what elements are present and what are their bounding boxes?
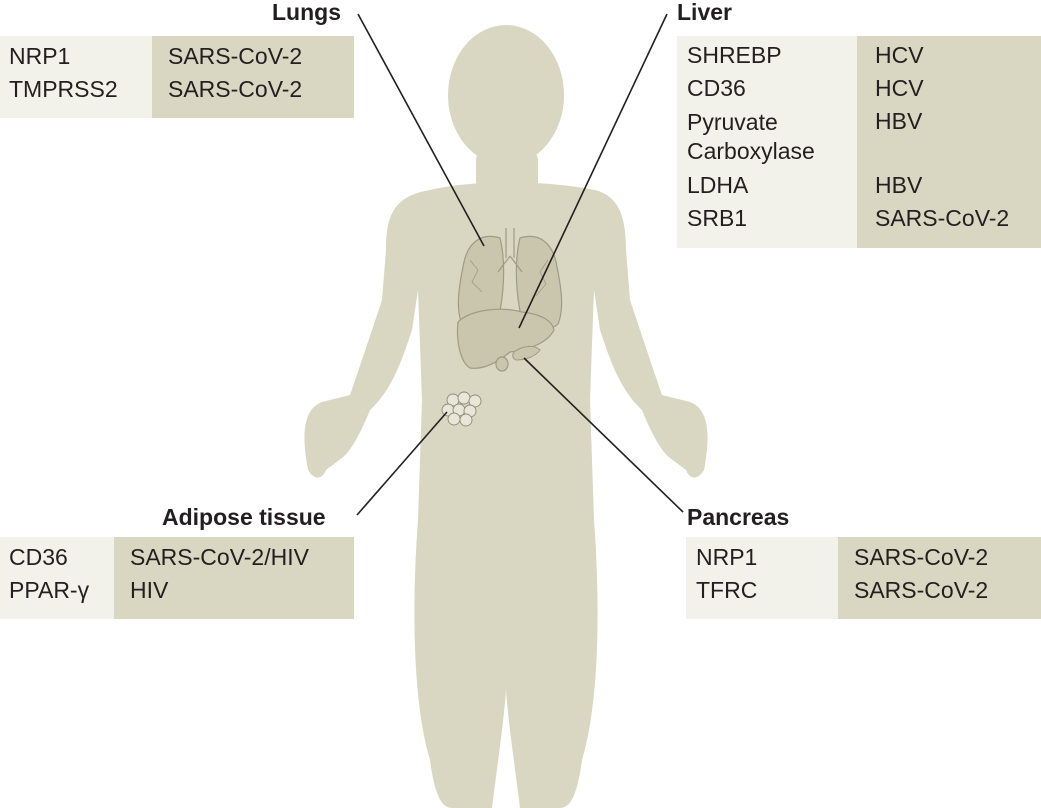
- lungs-virus-column: SARS-CoV-2 SARS-CoV-2: [152, 36, 354, 118]
- adipose-gene-column: CD36 PPAR-γ: [0, 537, 114, 619]
- virus-cell: HBV: [875, 108, 923, 134]
- gene-cell: CD36: [9, 544, 68, 570]
- virus-cell: SARS-CoV-2: [854, 544, 989, 570]
- virus-cell: SARS-CoV-2: [854, 577, 989, 603]
- virus-cell: SARS-CoV-2: [875, 205, 1010, 231]
- virus-cell: SARS-CoV-2: [168, 76, 303, 102]
- virus-cell: HCV: [875, 42, 924, 68]
- liver-gene-column: SHREBP CD36 Pyruvate Carboxylase LDHA SR…: [677, 36, 857, 248]
- pancreas-gene-column: NRP1 TFRC: [686, 537, 838, 619]
- virus-cell: SARS-CoV-2: [168, 43, 303, 69]
- gene-cell: CD36: [687, 75, 746, 101]
- pancreas-table: NRP1 TFRC SARS-CoV-2 SARS-CoV-2: [686, 537, 1041, 619]
- pancreas-icon: [512, 345, 541, 361]
- adipose-table: CD36 PPAR-γ SARS-CoV-2/HIV HIV: [0, 537, 354, 619]
- adipose-virus-column: SARS-CoV-2/HIV HIV: [114, 537, 354, 619]
- lungs-gene-column: NRP1 TMPRSS2: [0, 36, 152, 118]
- adipose-leader-line: [356, 411, 448, 516]
- adipose-tissue-icon: [441, 391, 482, 427]
- gene-cell: TFRC: [696, 577, 758, 603]
- virus-cell: HIV: [130, 577, 169, 603]
- virus-cell: HCV: [875, 75, 924, 101]
- gene-cell: LDHA: [687, 172, 749, 198]
- pancreas-leader-line: [523, 357, 684, 513]
- liver-table: SHREBP CD36 Pyruvate Carboxylase LDHA SR…: [677, 36, 1041, 248]
- virus-cell: SARS-CoV-2/HIV: [130, 544, 309, 570]
- lungs-leader-line: [357, 13, 485, 247]
- gene-cell: NRP1: [9, 43, 71, 69]
- gene-cell: NRP1: [696, 544, 758, 570]
- virus-cell: HBV: [875, 172, 923, 198]
- gene-cell: SRB1: [687, 205, 748, 231]
- pancreas-title: Pancreas: [687, 504, 790, 530]
- liver-title: Liver: [677, 0, 732, 25]
- gene-cell: PPAR-γ: [9, 577, 90, 603]
- gene-cell: TMPRSS2: [9, 76, 118, 102]
- leader-lines: [356, 13, 684, 516]
- lungs-table: NRP1 TMPRSS2 SARS-CoV-2 SARS-CoV-2: [0, 36, 354, 118]
- human-body-silhouette: [304, 25, 708, 808]
- liver-leader-line: [518, 13, 668, 329]
- adipose-title: Adipose tissue: [162, 504, 326, 530]
- liver-icon: [456, 308, 555, 372]
- lungs-title: Lungs: [272, 0, 341, 25]
- gene-cell: SHREBP: [687, 42, 782, 68]
- liver-virus-column: HCV HCV HBV HBV SARS-CoV-2: [857, 36, 1041, 248]
- pancreas-virus-column: SARS-CoV-2 SARS-CoV-2: [838, 537, 1041, 619]
- gene-cell: Pyruvate Carboxylase: [687, 109, 815, 164]
